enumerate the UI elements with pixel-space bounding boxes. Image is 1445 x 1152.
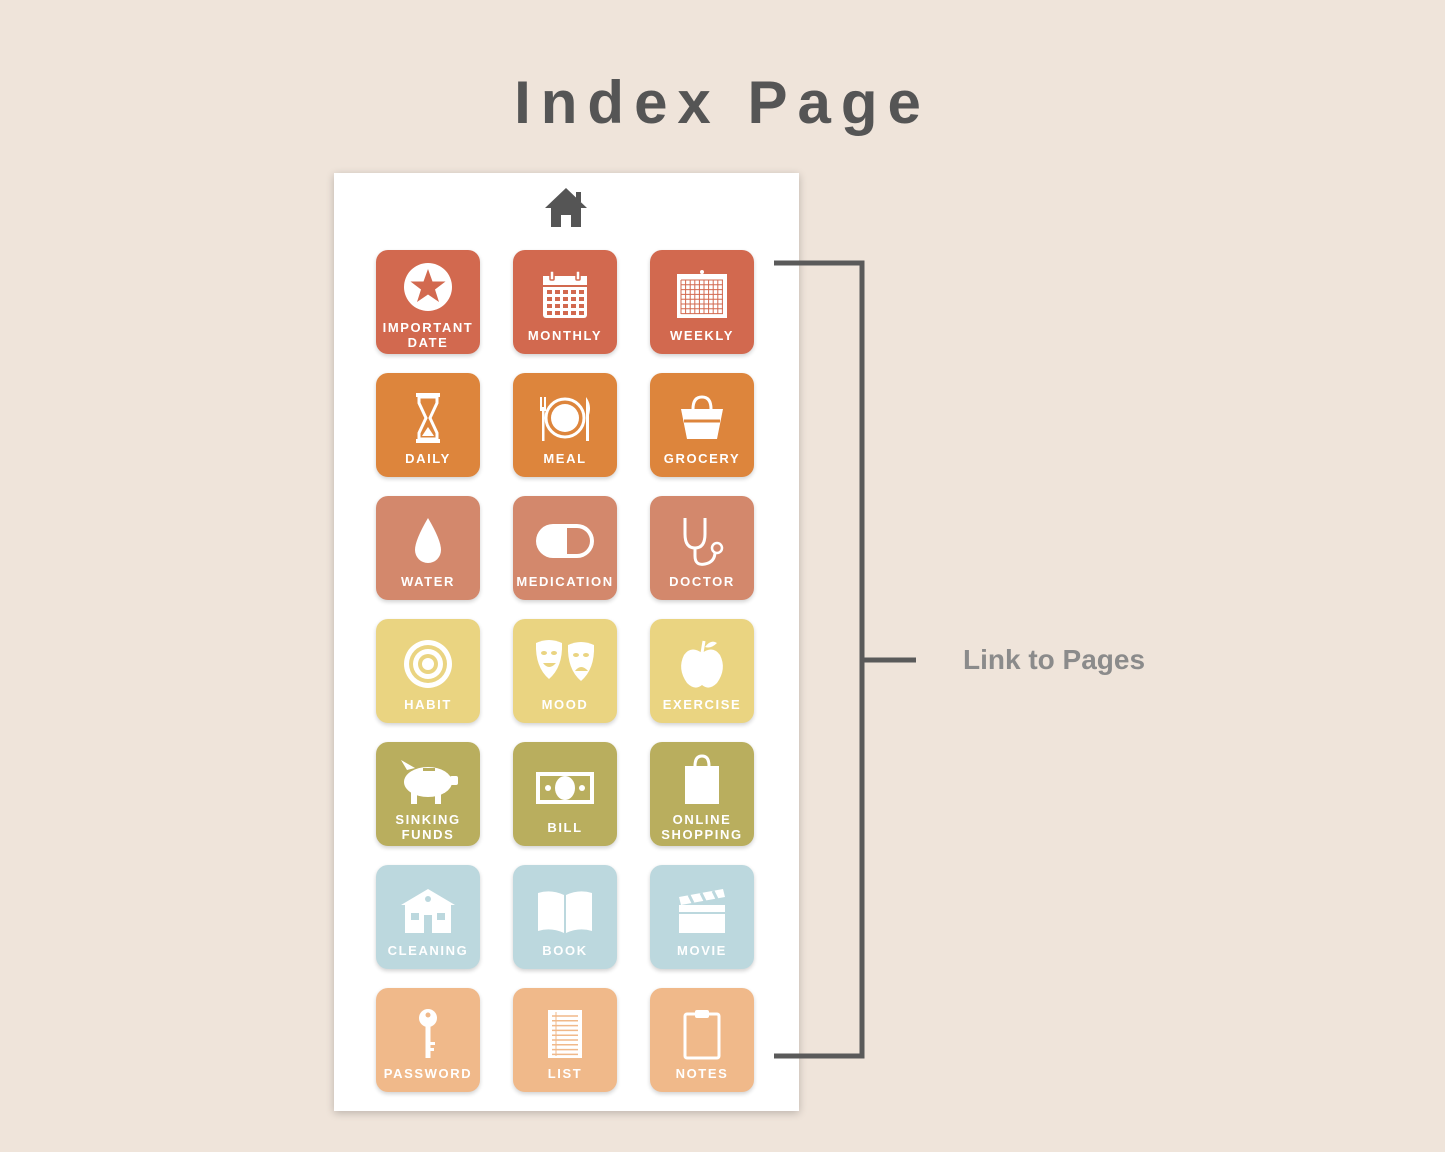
tile-daily[interactable]: DAILY (376, 373, 480, 477)
tile-weekly[interactable]: WEEKLY (650, 250, 754, 354)
theater-masks-icon (535, 639, 595, 681)
tile-mood[interactable]: MOOD (513, 619, 617, 723)
star-circle-icon (404, 263, 452, 311)
tile-label: DAILY (405, 450, 451, 466)
piggy-bank-icon (401, 760, 458, 804)
tile-doctor[interactable]: DOCTOR (650, 496, 754, 600)
hourglass-icon (416, 392, 440, 443)
tile-grocery[interactable]: GROCERY (650, 373, 754, 477)
link-to-pages-label: Link to Pages (963, 644, 1146, 675)
tile-online-shopping[interactable]: ONLINE SHOPPING (650, 742, 754, 846)
house-icon (401, 888, 455, 933)
tile-bill[interactable]: BILL (513, 742, 617, 846)
home-icon[interactable] (543, 186, 589, 228)
tile-label: BOOK (542, 942, 588, 958)
tile-label: CLEANING (387, 942, 469, 958)
clipboard-icon (683, 1009, 721, 1059)
book-icon (538, 890, 592, 933)
stethoscope-icon (683, 517, 724, 566)
tile-notes[interactable]: NOTES (650, 988, 754, 1092)
tile-movie[interactable]: MOVIE (650, 865, 754, 969)
tile-habit[interactable]: HABIT (376, 619, 480, 723)
tile-cleaning[interactable]: CLEANING (376, 865, 480, 969)
tile-label: SINKING FUNDS (395, 812, 461, 842)
water-drop-icon (415, 517, 441, 563)
tile-label: GROCERY (663, 450, 741, 466)
key-icon (419, 1008, 437, 1058)
tile-label: LIST (547, 1065, 583, 1081)
tile-water[interactable]: WATER (376, 496, 480, 600)
tile-label: EXERCISE (662, 696, 742, 712)
tile-label: MOVIE (677, 942, 727, 958)
tile-password[interactable]: PASSWORD (376, 988, 480, 1092)
plate-cutlery-icon (540, 396, 590, 441)
bracket (774, 260, 916, 1059)
tile-label: MEDICATION (516, 573, 614, 589)
banknote-icon (536, 771, 594, 804)
tile-label: IMPORTANT DATE (382, 320, 474, 350)
tile-label: WEEKLY (669, 327, 735, 343)
tile-label: MEAL (543, 450, 587, 466)
clapperboard-icon (679, 888, 725, 933)
shopping-bag-icon (685, 754, 719, 804)
tile-exercise[interactable]: EXERCISE (650, 619, 754, 723)
calendar-icon (543, 269, 587, 318)
basket-icon (681, 394, 723, 439)
tile-grid: IMPORTANT DATE MONTHLY WEEKLY DAILY MEAL… (376, 250, 754, 1092)
tile-meal[interactable]: MEAL (513, 373, 617, 477)
tile-medication[interactable]: MEDICATION (513, 496, 617, 600)
pill-icon (536, 523, 594, 558)
index-panel: IMPORTANT DATE MONTHLY WEEKLY DAILY MEAL… (334, 173, 799, 1111)
tile-label: NOTES (675, 1065, 729, 1081)
calendar-grid-icon (677, 269, 727, 318)
page-title: Index Page (514, 69, 931, 136)
tile-monthly[interactable]: MONTHLY (513, 250, 617, 354)
tile-label: BILL (547, 819, 583, 835)
tile-list[interactable]: LIST (513, 988, 617, 1092)
list-icon (548, 1009, 582, 1058)
tile-label: ONLINE SHOPPING (661, 812, 743, 842)
tile-label: DOCTOR (669, 573, 735, 589)
tile-important-date[interactable]: IMPORTANT DATE (376, 250, 480, 354)
tile-label: PASSWORD (383, 1065, 473, 1081)
tile-label: MONTHLY (527, 327, 603, 343)
tile-label: MOOD (541, 696, 589, 712)
target-icon (404, 639, 452, 688)
tile-sinking-funds[interactable]: SINKING FUNDS (376, 742, 480, 846)
tile-label: WATER (401, 573, 455, 589)
tile-book[interactable]: BOOK (513, 865, 617, 969)
apple-icon (681, 640, 723, 688)
tile-label: HABIT (404, 696, 452, 712)
